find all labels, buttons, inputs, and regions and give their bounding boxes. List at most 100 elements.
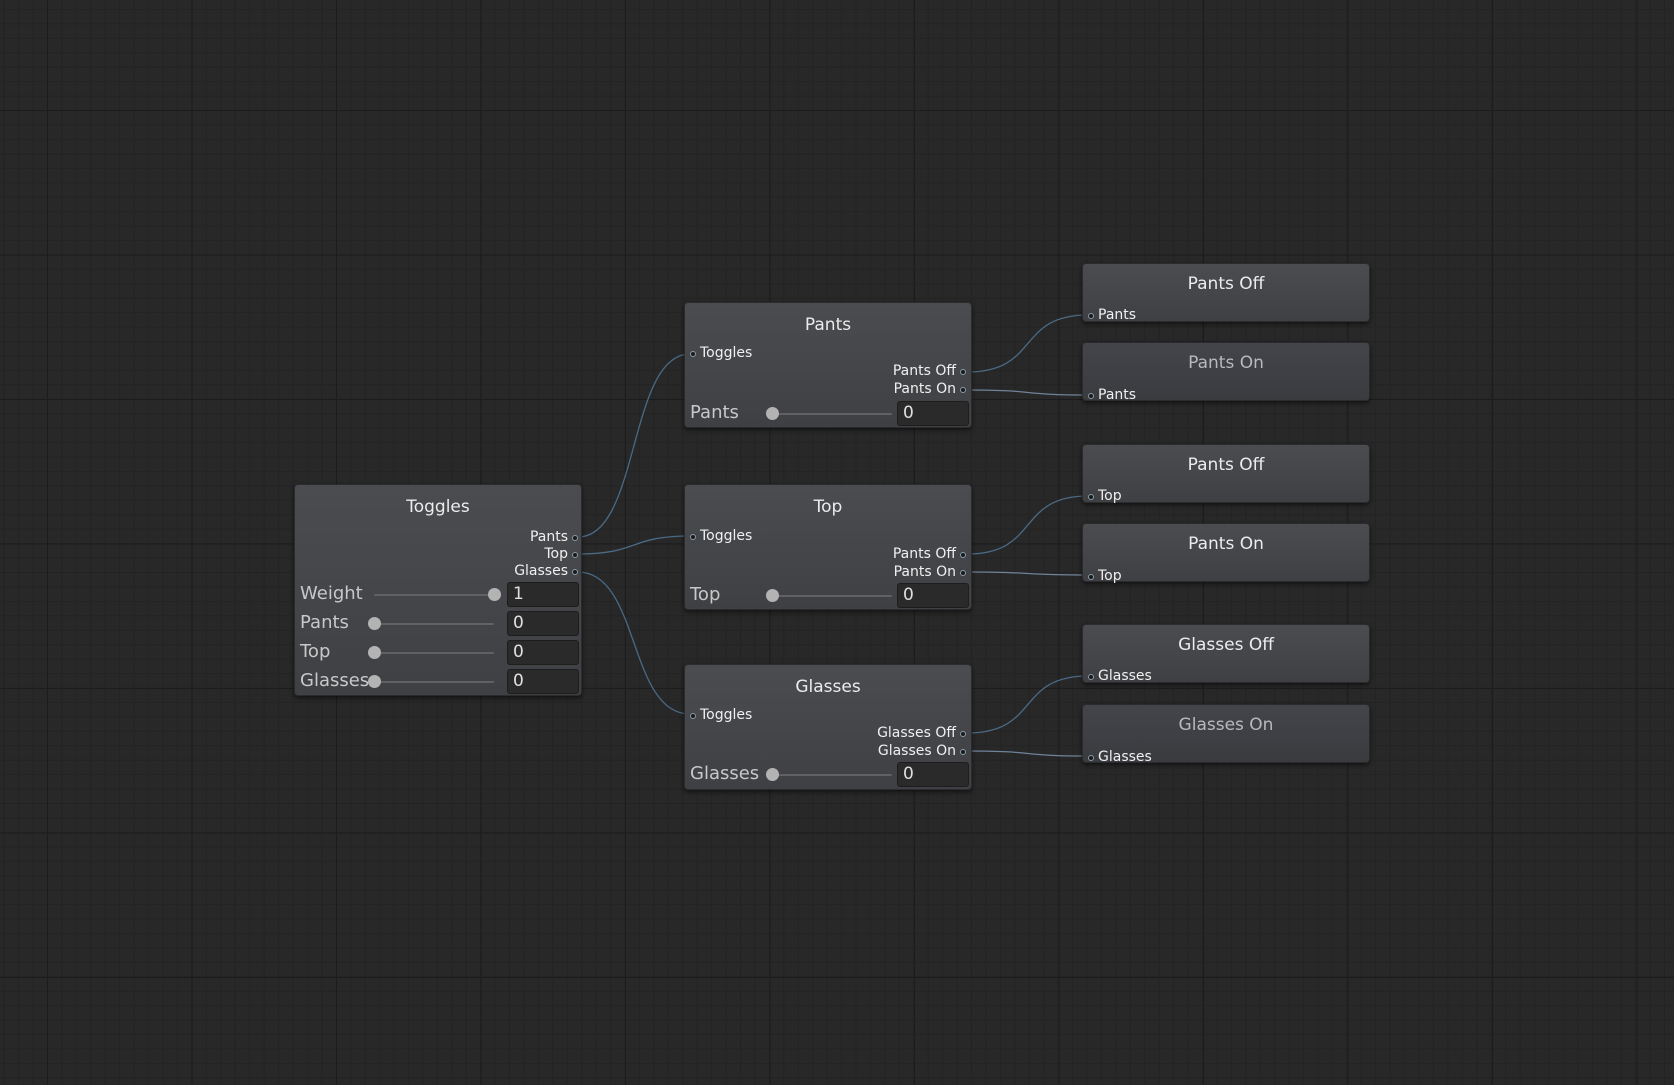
port-label: Toggles — [700, 707, 753, 723]
slider-thumb[interactable] — [766, 768, 779, 781]
wire-pants-off — [966, 314, 1089, 373]
port-dot[interactable] — [690, 351, 696, 357]
pants-slider[interactable] — [368, 617, 494, 630]
top-slider[interactable] — [368, 646, 494, 659]
input-port-toggles[interactable]: Toggles — [690, 345, 752, 361]
node-glasses[interactable]: Glasses Toggles Glasses Off Glasses On G… — [684, 664, 972, 790]
weight-field[interactable]: 1 — [507, 582, 579, 607]
node-title: Pants Off — [1187, 274, 1265, 294]
port-label: Glasses — [514, 563, 568, 579]
pants-field[interactable]: 0 — [507, 611, 579, 636]
node-glasses-off[interactable]: Glasses Off Glasses — [1082, 624, 1370, 684]
slider-thumb[interactable] — [766, 589, 779, 602]
port-dot[interactable] — [960, 369, 966, 375]
glasses-slider[interactable] — [368, 675, 494, 688]
port-dot[interactable] — [1088, 674, 1094, 680]
param-label-pants: Pants — [690, 402, 739, 423]
port-dot[interactable] — [1088, 313, 1094, 319]
weight-slider[interactable] — [374, 588, 501, 601]
port-dot[interactable] — [572, 569, 578, 575]
param-label-pants: Pants — [300, 612, 349, 633]
param-label-weight: Weight — [300, 583, 363, 604]
output-port-pants-on[interactable]: Pants On — [893, 564, 966, 580]
node-top[interactable]: Top Toggles Pants Off Pants On Top 0 — [684, 484, 972, 610]
slider-thumb[interactable] — [368, 675, 381, 688]
input-port-pants[interactable]: Pants — [1088, 387, 1137, 403]
node-pants-off[interactable]: Pants Off Pants — [1082, 263, 1370, 323]
input-port-glasses[interactable]: Glasses — [1088, 668, 1152, 684]
wire-top-pants-off — [966, 495, 1089, 555]
slider-thumb[interactable] — [766, 407, 779, 420]
node-top-pants-on[interactable]: Pants On Top — [1082, 523, 1370, 584]
input-port-top[interactable]: Top — [1088, 488, 1122, 504]
port-dot[interactable] — [572, 552, 578, 558]
input-port-top[interactable]: Top — [1088, 568, 1122, 584]
port-label: Pants Off — [892, 546, 956, 562]
wire-toggles-top — [577, 535, 691, 555]
output-port-pants-on[interactable]: Pants On — [893, 381, 966, 397]
slider-thumb[interactable] — [368, 617, 381, 630]
node-title: Pants On — [1188, 534, 1264, 554]
top-field[interactable]: 0 — [507, 640, 579, 665]
node-title: Pants Off — [1187, 455, 1265, 475]
slider-thumb[interactable] — [488, 588, 501, 601]
input-port-pants[interactable]: Pants — [1088, 307, 1137, 323]
node-title: Toggles — [406, 497, 470, 517]
port-dot[interactable] — [960, 387, 966, 393]
port-dot[interactable] — [960, 749, 966, 755]
output-port-glasses-on[interactable]: Glasses On — [877, 743, 966, 759]
pants-slider[interactable] — [766, 407, 892, 420]
pants-field[interactable]: 0 — [897, 401, 969, 426]
glasses-field[interactable]: 0 — [507, 669, 579, 694]
node-pants-on[interactable]: Pants On Pants — [1082, 342, 1370, 403]
node-top-pants-off[interactable]: Pants Off Top — [1082, 444, 1370, 504]
top-field[interactable]: 0 — [897, 583, 969, 608]
slider-thumb[interactable] — [368, 646, 381, 659]
port-dot[interactable] — [960, 570, 966, 576]
wire-pants-on — [966, 389, 1089, 396]
wire-glasses-on — [966, 750, 1089, 757]
port-label: Pants Off — [892, 363, 956, 379]
port-label: Glasses — [1098, 668, 1152, 684]
port-dot[interactable] — [572, 535, 578, 541]
param-label-top: Top — [300, 641, 331, 662]
glasses-slider[interactable] — [766, 768, 892, 781]
param-label-glasses: Glasses — [300, 670, 370, 691]
port-label: Glasses Off — [877, 725, 956, 741]
port-dot[interactable] — [960, 552, 966, 558]
port-label: Pants — [1098, 387, 1137, 403]
port-label: Glasses — [1098, 749, 1152, 765]
port-dot[interactable] — [960, 731, 966, 737]
port-label: Pants — [1098, 307, 1137, 323]
output-port-pants-off[interactable]: Pants Off — [892, 363, 966, 379]
wire-toggles-glasses — [577, 571, 691, 715]
input-port-toggles[interactable]: Toggles — [690, 707, 753, 723]
node-title: Pants On — [1188, 353, 1264, 373]
node-pants[interactable]: Pants Toggles Pants Off Pants On Pants 0 — [684, 302, 972, 428]
port-label: Pants On — [893, 381, 956, 397]
port-dot[interactable] — [1088, 393, 1094, 399]
wire-toggles-pants — [577, 353, 691, 538]
port-label: Pants On — [893, 564, 956, 580]
output-port-glasses-off[interactable]: Glasses Off — [877, 725, 966, 741]
output-port-top[interactable]: Top — [544, 546, 578, 562]
port-dot[interactable] — [1088, 574, 1094, 580]
input-port-glasses[interactable]: Glasses — [1088, 749, 1152, 765]
output-port-glasses[interactable]: Glasses — [514, 563, 578, 579]
port-dot[interactable] — [690, 713, 696, 719]
input-port-toggles[interactable]: Toggles — [690, 528, 753, 544]
port-label: Glasses On — [877, 743, 956, 759]
node-glasses-on[interactable]: Glasses On Glasses — [1082, 704, 1370, 765]
port-dot[interactable] — [1088, 755, 1094, 761]
port-label: Toggles — [700, 528, 753, 544]
top-slider[interactable] — [766, 589, 892, 602]
node-toggles[interactable]: Toggles Pants Top Glasses Weight 1 Pants… — [294, 484, 582, 696]
node-title: Pants — [804, 315, 852, 335]
param-label-glasses: Glasses — [690, 763, 760, 784]
output-port-pants[interactable]: Pants — [530, 529, 578, 545]
port-dot[interactable] — [1088, 494, 1094, 500]
port-dot[interactable] — [690, 534, 696, 540]
glasses-field[interactable]: 0 — [897, 762, 969, 787]
output-port-pants-off[interactable]: Pants Off — [892, 546, 966, 562]
